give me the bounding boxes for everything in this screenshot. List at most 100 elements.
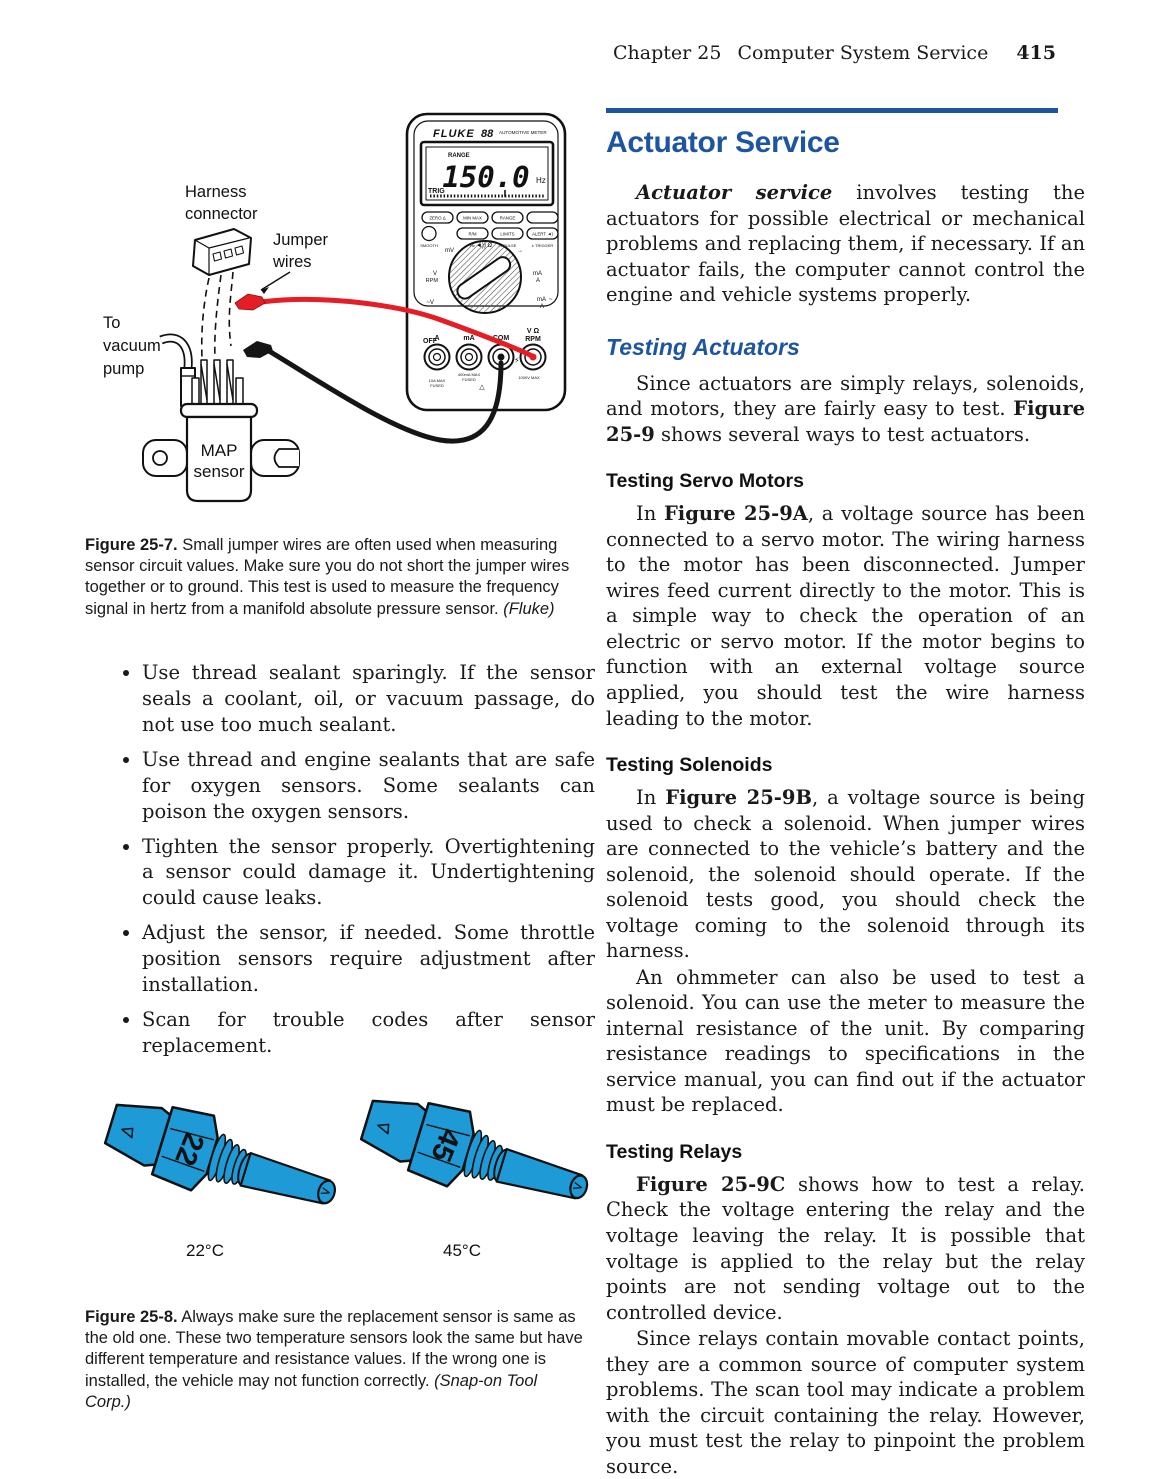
list-item: Tighten the sensor properly. Overtighten… bbox=[142, 834, 595, 912]
article-title: Actuator Service bbox=[606, 126, 840, 159]
btn-sub-pulse: % PULSE bbox=[499, 243, 517, 248]
paragraph: In Figure 25-9A, a voltage source has be… bbox=[606, 502, 1086, 730]
lcd-unit: Hz bbox=[536, 176, 546, 185]
sensor-installation-tips-list: Use thread sealant sparingly. If the sen… bbox=[85, 660, 595, 1068]
btn-zero: ZERO Δ bbox=[429, 216, 445, 221]
vacuum-hose bbox=[159, 333, 196, 407]
figure-25-8-caption: Figure 25-8. Always make sure the replac… bbox=[85, 1307, 587, 1414]
meter-brand: FLUKE bbox=[433, 128, 475, 140]
paragraph: In Figure 25-9B, a voltage source is bei… bbox=[606, 786, 1085, 963]
harness-connector-label2: connector bbox=[185, 205, 258, 223]
btn-alert: ALERT ◄) bbox=[532, 232, 554, 237]
map-sensor-assembly: Harness connector Jumper wires To vacuum… bbox=[103, 183, 329, 503]
map-sensor-label2: sensor bbox=[193, 462, 244, 481]
jumper-wires bbox=[200, 271, 234, 359]
figure-25-8-illustration: 22 45 bbox=[103, 1099, 589, 1260]
jack-vohm-label: V Ω bbox=[527, 328, 540, 335]
red-alligator-clip bbox=[234, 293, 266, 311]
lcd-trig: TRIG bbox=[428, 188, 445, 195]
section-rule bbox=[606, 108, 1058, 113]
fused-a-note: 10A MAX bbox=[429, 378, 446, 383]
dial-ac-label: ~ bbox=[549, 297, 553, 303]
jumper-wires-label2: wires bbox=[272, 253, 312, 271]
figure-25-8-caption-credit: (Snap-on Tool Corp.) bbox=[85, 1371, 538, 1412]
dial-mv-label: mV bbox=[445, 248, 454, 254]
heading-testing-actuators: Testing Actuators bbox=[606, 333, 800, 360]
dial-ma1-label: mA bbox=[533, 271, 542, 277]
jack-ma-label: mA bbox=[463, 335, 474, 342]
meter-type: AUTOMOTIVE METER bbox=[499, 130, 547, 135]
figure-25-7-caption-lead: Figure 25-7. bbox=[85, 535, 178, 554]
chapter-label: Chapter 25 bbox=[613, 42, 722, 64]
vacuum-pump-label2: vacuum bbox=[103, 337, 161, 355]
paragraph: Since actuators are simply relays, solen… bbox=[606, 371, 1085, 446]
lcd-value: 150.0 bbox=[442, 160, 529, 194]
figure-25-7-caption-body: Small jumper wires are often used when m… bbox=[85, 535, 570, 618]
fused-a-note2: FUSED bbox=[430, 383, 444, 388]
btn-range: RANGE bbox=[500, 216, 516, 221]
heading-testing-relays: Testing Relays bbox=[606, 1140, 743, 1163]
intro-paragraph: Actuator service involves testing the ac… bbox=[606, 181, 1085, 307]
bolt-icon: ⚡ bbox=[514, 356, 520, 365]
red-test-lead bbox=[258, 296, 535, 359]
sensor-pins bbox=[191, 359, 244, 409]
paragraph: Since relays contain movable contact poi… bbox=[606, 1327, 1085, 1478]
map-sensor-label: MAP bbox=[201, 441, 238, 460]
harness-connector-label: Harness bbox=[185, 183, 246, 201]
input-jacks: A mA COM V Ω RPM ⚡ △ 400mA MAX FUSED bbox=[423, 328, 547, 391]
btn-sub-trigger: ± TRIGGER bbox=[532, 243, 554, 248]
dial-ma2-label: mA bbox=[537, 297, 546, 303]
paragraph: An ohmmeter can also be used to test a s… bbox=[606, 965, 1085, 1117]
btn-limits: LIMITS bbox=[500, 232, 514, 237]
test-leads bbox=[234, 293, 537, 444]
map-sensor-body: MAP sensor bbox=[142, 402, 300, 503]
page-number: 415 bbox=[1016, 42, 1056, 64]
section-label: Computer System Service bbox=[737, 42, 989, 64]
rotary-dial: mV ◄)) Ω → V RPM ~V OFF mA A mA ~ A bbox=[423, 240, 553, 345]
btn-sub-smooth: SMOOTH bbox=[420, 243, 438, 248]
figure-25-7-illustration: FLUKE 88 AUTOMOTIVE METER RANGE 150.0 Hz… bbox=[103, 112, 567, 503]
list-item: Adjust the sensor, if needed. Some throt… bbox=[142, 920, 595, 998]
black-test-lead bbox=[266, 348, 504, 444]
meter-model: 88 bbox=[481, 128, 494, 140]
figure-25-7-caption-credit: (Fluke) bbox=[503, 599, 555, 618]
dial-acv-label: ~V bbox=[426, 300, 434, 306]
dial-rpm-label: RPM bbox=[426, 278, 439, 284]
fused-ma-note2: FUSED bbox=[462, 377, 476, 382]
jack-a-label: A bbox=[434, 335, 439, 342]
heading-testing-solenoids: Testing Solenoids bbox=[606, 754, 773, 777]
meter-lcd: RANGE 150.0 Hz TRIG bbox=[419, 140, 555, 207]
right-column: Actuator Service Actuator service involv… bbox=[606, 108, 1085, 1479]
lcd-range-label: RANGE bbox=[448, 153, 470, 159]
dial-a2-label: A bbox=[540, 304, 544, 310]
running-head: Chapter 25 Computer System Service 415 bbox=[613, 42, 1056, 64]
vacuum-pump-label: To bbox=[103, 314, 120, 332]
heading-testing-servo-motors: Testing Servo Motors bbox=[606, 470, 804, 493]
list-item: Scan for trouble codes after sensor repl… bbox=[142, 1007, 595, 1059]
jumper-wires-label: Jumper bbox=[273, 231, 329, 249]
jack-rpm-label: RPM bbox=[525, 336, 541, 343]
meter-buttons-row1: ZERO Δ MIN MAX RANGE bbox=[421, 211, 559, 224]
list-item: Use thread sealant sparingly. If the sen… bbox=[142, 660, 595, 738]
vmax-note: 1000V MAX bbox=[518, 375, 540, 380]
figure-25-8-caption-body: Always make sure the replacement sensor … bbox=[85, 1307, 583, 1390]
harness-connector bbox=[192, 228, 252, 276]
fused-ma-note: 400mA MAX bbox=[458, 372, 481, 377]
paragraph: Figure 25-9C shows how to test a relay. … bbox=[606, 1172, 1085, 1324]
btn-minmax: MIN MAX bbox=[463, 216, 482, 221]
vacuum-pump-label3: pump bbox=[103, 360, 144, 378]
dial-off-label: OFF bbox=[423, 338, 438, 345]
black-alligator-clip bbox=[243, 341, 273, 358]
temp-label-22c: 22°C bbox=[186, 1241, 224, 1260]
figure-25-7-caption: Figure 25-7. Small jumper wires are ofte… bbox=[85, 535, 587, 621]
multimeter: FLUKE 88 AUTOMOTIVE METER RANGE 150.0 Hz… bbox=[405, 112, 567, 412]
btn-rm: R/M bbox=[468, 232, 476, 237]
dial-a1-label: A bbox=[536, 278, 540, 284]
temperature-sensor-22: 22 bbox=[103, 1103, 336, 1205]
dial-arrow-label: → bbox=[517, 248, 523, 254]
meter-buttons-row2: R/M LIMITS ALERT ◄) SMOOTH Hz % PULSE ± … bbox=[420, 225, 559, 248]
dial-v-label: V bbox=[433, 271, 437, 277]
temp-label-45c: 45°C bbox=[443, 1241, 481, 1260]
warning-triangle-icon: △ bbox=[479, 384, 485, 391]
